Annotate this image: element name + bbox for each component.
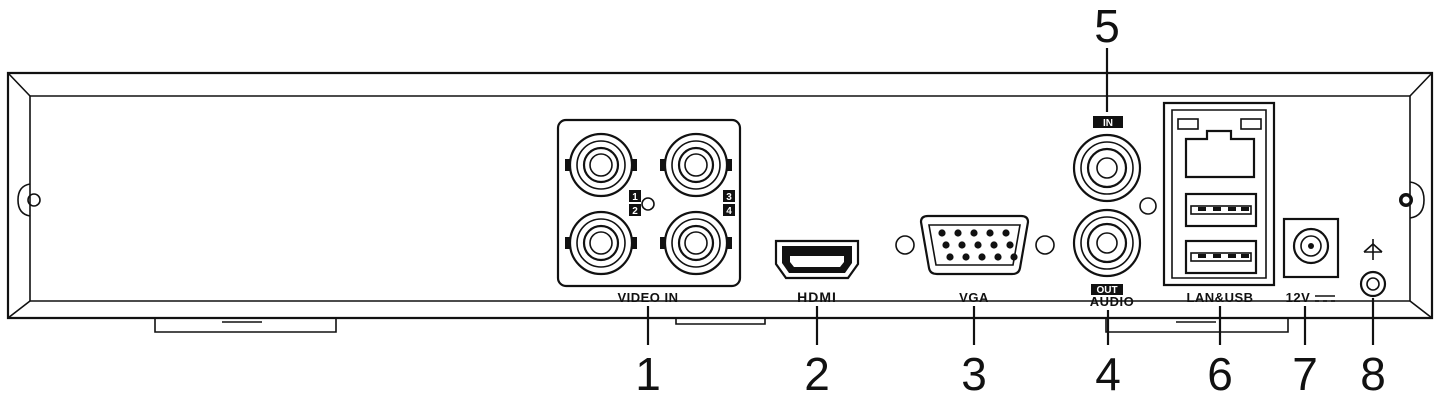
vga-port: VGA (895, 214, 1055, 305)
audio-out-tag (1091, 284, 1123, 295)
callout-2: 2 (804, 348, 830, 400)
vga-pin (942, 241, 950, 249)
lan-usb-label: LAN&USB (1186, 290, 1253, 305)
callout-leaders (646, 48, 1375, 345)
vga-screw-right (1035, 235, 1055, 255)
rear-panel-face (29, 95, 1411, 302)
chassis (6, 71, 1434, 333)
bnc-connector-3 (660, 132, 732, 198)
vga-pin (974, 241, 982, 249)
channel-number-1: 1 (632, 192, 638, 203)
screw-hole (1139, 197, 1157, 215)
mounting-hole-right (1399, 181, 1425, 219)
callout-4: 4 (1095, 348, 1121, 400)
channel-badge-1 (629, 190, 641, 202)
audio-in-tag-text: IN (1103, 118, 1113, 129)
vga-pin (1002, 229, 1010, 237)
vga-pin (990, 241, 998, 249)
callout-numbers: 1 2 3 4 5 6 7 8 (635, 0, 1386, 400)
vga-screw-left (895, 235, 915, 255)
rj45-port (1177, 118, 1262, 179)
audio-out-tag-text: OUT (1096, 285, 1117, 296)
channel-badge-2 (629, 204, 641, 216)
channel-number-3: 3 (726, 192, 732, 203)
callout-3: 3 (961, 348, 987, 400)
rubber-feet (154, 318, 1289, 333)
vga-pin (978, 253, 986, 261)
vga-pin (994, 253, 1002, 261)
video-in-label: VIDEO IN (617, 290, 678, 305)
vga-pin (954, 229, 962, 237)
vga-pin (1006, 241, 1014, 249)
lan-led-right (1240, 118, 1262, 130)
channel-number-4: 4 (726, 206, 732, 217)
ground-icon (1363, 239, 1383, 260)
callout-8: 8 (1360, 348, 1386, 400)
vga-pins (938, 229, 1018, 261)
callout-5: 5 (1094, 0, 1120, 52)
vga-pin (970, 229, 978, 237)
vga-pin (938, 229, 946, 237)
lan-usb-port-group: LAN&USB (1162, 101, 1276, 305)
hdmi-port: HDMI (774, 239, 860, 305)
audio-port-group: IN OUT AUDIO (1072, 116, 1157, 309)
channel-badge-3 (723, 190, 735, 202)
vga-pin (962, 253, 970, 261)
vga-label: VGA (959, 290, 989, 305)
chassis-bevel (7, 72, 1433, 319)
usb-port-2 (1184, 239, 1258, 275)
rca-audio-out (1072, 208, 1142, 278)
vga-pin (946, 253, 954, 261)
bnc-connector-4 (660, 210, 732, 276)
audio-label: AUDIO (1090, 294, 1134, 309)
channel-badge-4 (723, 204, 735, 216)
bnc-connector-1 (565, 132, 637, 198)
screw-hole (641, 197, 655, 211)
mounting-hole-left (17, 183, 41, 217)
vga-pin (958, 241, 966, 249)
dc-power-port: 12V (1282, 217, 1340, 305)
power-label: 12V (1286, 290, 1311, 305)
lan-led-left (1177, 118, 1199, 130)
dc-power-icon (1315, 295, 1335, 302)
callout-7: 7 (1292, 348, 1318, 400)
vga-pin (1010, 253, 1018, 261)
callout-1: 1 (635, 348, 661, 400)
bnc-connector-2 (565, 210, 637, 276)
channel-number-2: 2 (632, 206, 638, 217)
hdmi-label: HDMI (797, 289, 837, 305)
rca-audio-in (1072, 133, 1142, 203)
video-in-port-group: 1 2 3 4 VIDEO IN (556, 118, 742, 305)
usb-port-1 (1184, 192, 1258, 228)
ground-terminal (1359, 239, 1387, 298)
audio-in-tag (1093, 116, 1123, 128)
vga-pin (986, 229, 994, 237)
callout-6: 6 (1207, 348, 1233, 400)
